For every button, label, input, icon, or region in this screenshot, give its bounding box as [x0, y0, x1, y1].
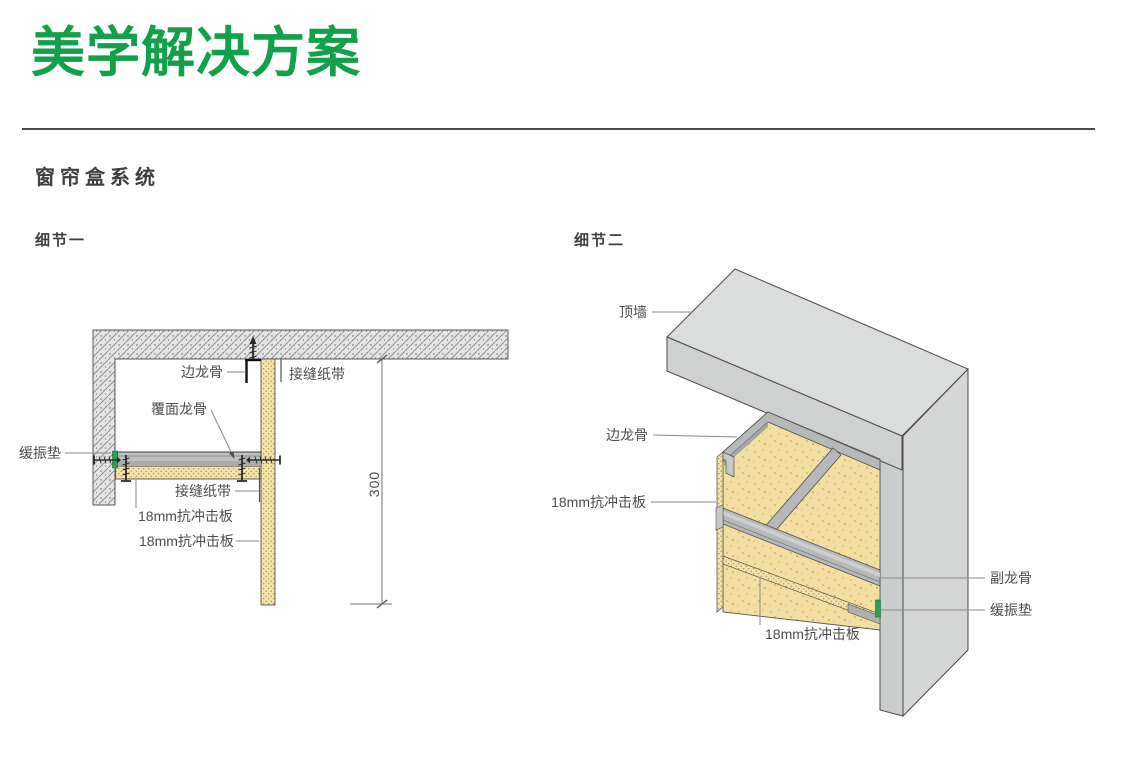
side-impact-board-edge [716, 451, 724, 613]
label-damping-pad: 缓振垫 [19, 445, 61, 461]
secondary-keel-channel [715, 504, 881, 587]
concrete-ceiling-wall [92, 329, 509, 506]
edge-keel-channel [722, 411, 881, 478]
label-damping-pad-2: 缓振垫 [990, 602, 1032, 618]
screw-left-vertical [121, 455, 131, 482]
damping-pad-strip-2 [875, 599, 881, 618]
label-edge-keel: 边龙骨 [181, 364, 223, 380]
leader-facing-keel [210, 409, 234, 457]
wall-front-face [879, 459, 904, 717]
label-impact-board-upper: 18mm抗冲击板 [138, 508, 233, 524]
detail-1-figure: 300 边龙骨 接缝纸带 覆面龙骨 缓振垫 接缝纸带 18mm抗冲击板 18mm… [19, 329, 509, 609]
label-impact-board-bottom: 18mm抗冲击板 [765, 626, 860, 642]
horizontal-impact-board [115, 465, 262, 480]
screw-left-horizontal [93, 455, 121, 465]
facing-keel-bar [117, 451, 262, 467]
screw-right-vertical [237, 455, 247, 482]
ceiling-slab-front-face [666, 336, 903, 471]
label-top-wall: 顶墙 [619, 304, 647, 320]
label-impact-board-side: 18mm抗冲击板 [551, 494, 646, 510]
page-title: 美学解决方案 [31, 23, 361, 83]
detail-1-title: 细节一 [35, 232, 87, 249]
detail-2-figure: 顶墙 边龙骨 18mm抗冲击板 副龙骨 缓振垫 18mm抗冲击板 [551, 268, 1032, 718]
label-joint-tape-bottom: 接缝纸带 [175, 483, 231, 499]
dimension-300-text: 300 [366, 471, 382, 497]
screw-right-horizontal [246, 455, 281, 465]
leader-edge-keel-2 [652, 434, 738, 438]
section-title: 窗帘盒系统 [35, 167, 160, 189]
label-edge-keel-2: 边龙骨 [606, 427, 648, 443]
leader-facing-keel-arrowhead [229, 451, 235, 459]
anchor-screw-top [249, 336, 257, 359]
label-joint-tape-top: 接缝纸带 [289, 366, 345, 382]
detail-2-title: 细节二 [574, 232, 626, 249]
label-impact-board-lower: 18mm抗冲击板 [139, 533, 234, 549]
vertical-impact-board [260, 358, 276, 606]
label-facing-keel: 覆面龙骨 [151, 401, 207, 417]
dimension-300: 300 [350, 354, 392, 609]
label-secondary-keel: 副龙骨 [990, 570, 1032, 586]
bottom-keel-flange [847, 603, 881, 625]
edge-keel-bracket [245, 358, 261, 383]
divider [22, 128, 1095, 130]
